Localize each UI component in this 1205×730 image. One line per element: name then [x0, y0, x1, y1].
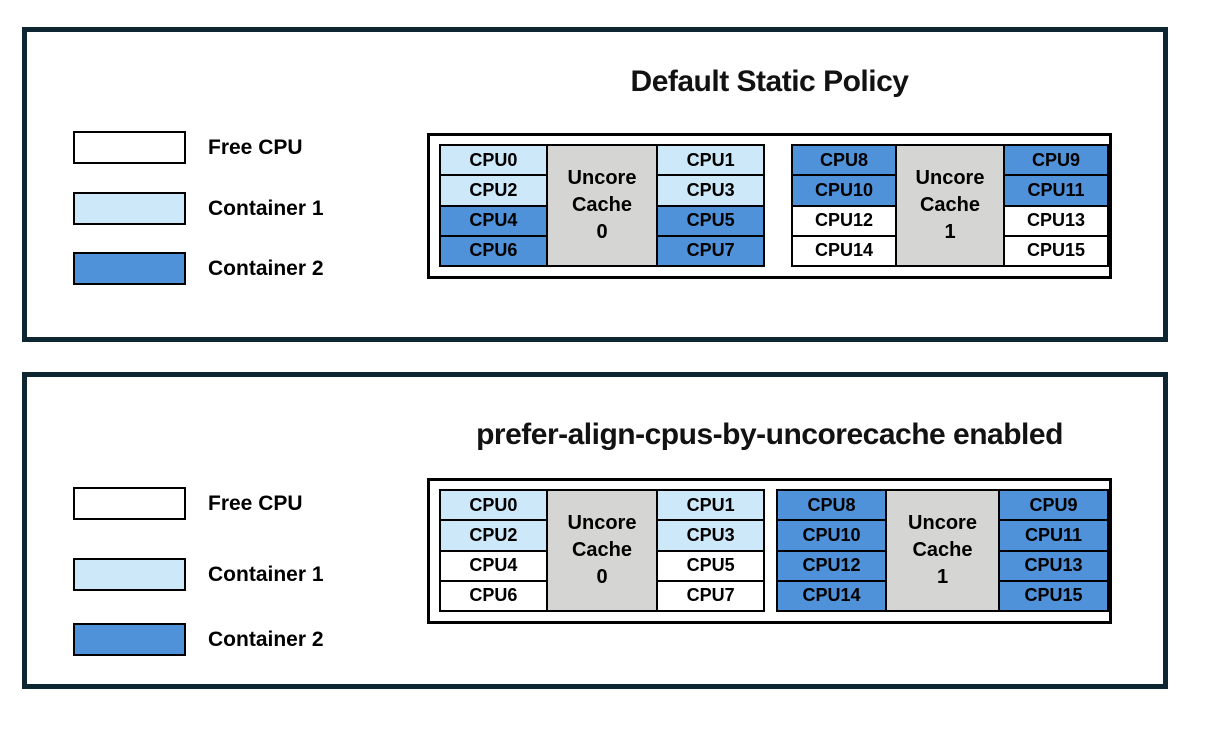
cpu-cell-cpu11: CPU11	[1003, 174, 1109, 207]
uncore-cache-label-line: 1	[944, 221, 956, 243]
legend-label-container-1: Container 1	[208, 196, 324, 220]
legend-label-container-2: Container 2	[208, 256, 324, 280]
cpu-cell-cpu0: CPU0	[439, 489, 548, 522]
legend-item-container-1: Container 1	[73, 192, 324, 225]
legend-item-container-1: Container 1	[73, 558, 324, 591]
cpu-cell-cpu15: CPU15	[1003, 234, 1109, 267]
cpu-cell-cpu7: CPU7	[656, 234, 766, 267]
legend-label-container-1: Container 1	[208, 562, 324, 586]
cpu-cell-cpu7: CPU7	[656, 579, 766, 612]
legend-swatch-free-cpu	[73, 131, 186, 164]
cpu-cell-cpu12: CPU12	[776, 549, 887, 582]
uncore-cache-label-line: 1	[936, 566, 949, 588]
legend-swatch-container-1	[73, 558, 186, 591]
cpu-cell-cpu12: CPU12	[791, 204, 897, 237]
legend-swatch-container-2	[73, 623, 186, 656]
cpu-cell-cpu11: CPU11	[998, 519, 1109, 552]
cpu-cell-cpu8: CPU8	[776, 489, 887, 522]
panel-prefer-align-cpus-by-uncorecache: prefer-align-cpus-by-uncorecache enabled…	[22, 372, 1168, 689]
cpu-cell-cpu5: CPU5	[656, 204, 766, 237]
uncore-cache-label-line: Cache	[571, 194, 633, 216]
cpu-cell-cpu8: CPU8	[791, 144, 897, 177]
panel-default-static-policy: Default Static Policy Free CPU Container …	[22, 27, 1168, 342]
legend-label-free-cpu: Free CPU	[208, 491, 303, 515]
legend: Free CPU Container 1 Container 2	[27, 377, 1163, 684]
cpu-cell-cpu4: CPU4	[439, 549, 548, 582]
cpu-cell-cpu6: CPU6	[439, 579, 548, 612]
cpu-cell-cpu2: CPU2	[439, 519, 548, 552]
cpu-cell-cpu6: CPU6	[439, 234, 548, 267]
cpu-cell-cpu9: CPU9	[998, 489, 1109, 522]
cpu-cell-cpu10: CPU10	[791, 174, 897, 207]
uncore-cache-label-line: 0	[596, 221, 608, 243]
cpu-cell-cpu9: CPU9	[1003, 144, 1109, 177]
legend-item-free-cpu: Free CPU	[73, 487, 303, 520]
legend-item-container-2: Container 2	[73, 623, 324, 656]
cpu-cell-cpu13: CPU13	[1003, 204, 1109, 237]
cpu-cell-cpu10: CPU10	[776, 519, 887, 552]
panel-title: prefer-align-cpus-by-uncorecache enabled	[476, 418, 1063, 451]
uncore-cache-label-line: 0	[596, 566, 608, 588]
legend-swatch-container-1	[73, 192, 186, 225]
cpu-cell-cpu2: CPU2	[439, 174, 548, 207]
panel-title: Default Static Policy	[630, 65, 909, 98]
cpu-cell-cpu14: CPU14	[776, 579, 887, 612]
cpu-cell-cpu0: CPU0	[439, 144, 548, 177]
uncore-cache-label-line: Uncore	[567, 167, 637, 189]
cpu-cell-cpu13: CPU13	[998, 549, 1109, 582]
uncore-cache-label-line: Cache	[571, 539, 633, 561]
cpu-cell-cpu1: CPU1	[656, 144, 766, 177]
legend-item-free-cpu: Free CPU	[73, 131, 303, 164]
legend: Free CPU Container 1 Container 2	[27, 32, 1163, 337]
legend-label-free-cpu: Free CPU	[208, 135, 303, 159]
uncore-cache-label-line: Uncore	[915, 167, 985, 189]
cpu-cell-cpu5: CPU5	[656, 549, 766, 582]
uncore-cache-label-line: Uncore	[908, 512, 977, 534]
cpu-cell-cpu3: CPU3	[656, 174, 766, 207]
cpu-cell-cpu1: CPU1	[656, 489, 766, 522]
legend-swatch-container-2	[73, 252, 186, 285]
legend-swatch-free-cpu	[73, 487, 186, 520]
cpu-cell-cpu3: CPU3	[656, 519, 766, 552]
legend-item-container-2: Container 2	[73, 252, 324, 285]
legend-label-container-2: Container 2	[208, 627, 324, 651]
cpu-cell-cpu4: CPU4	[439, 204, 548, 237]
cpu-cell-cpu14: CPU14	[791, 234, 897, 267]
uncore-cache-label-line: Cache	[912, 539, 973, 561]
uncore-cache-label-line: Uncore	[567, 512, 637, 534]
uncore-cache-label-line: Cache	[919, 194, 981, 216]
cpu-cell-cpu15: CPU15	[998, 579, 1109, 612]
